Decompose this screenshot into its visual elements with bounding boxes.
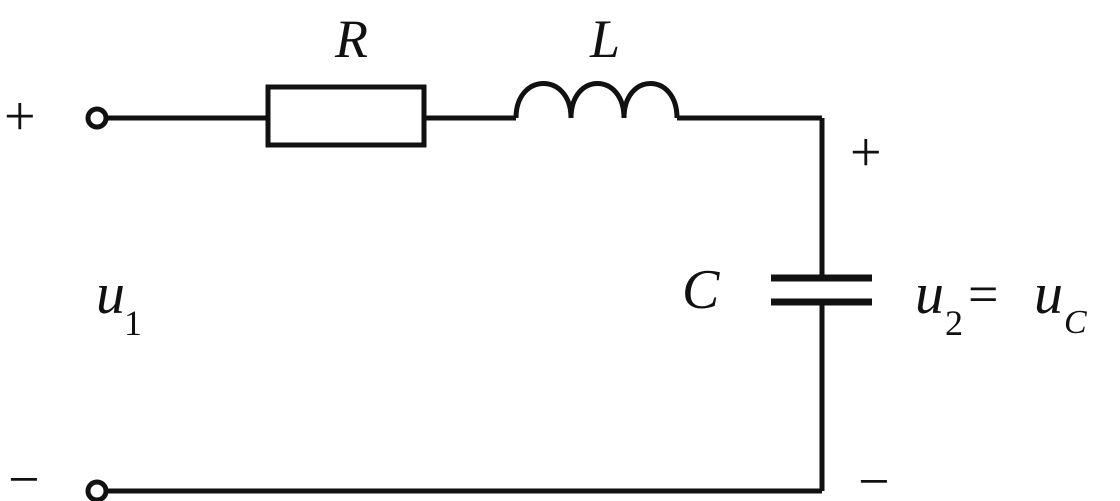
equals-sign: = — [968, 264, 998, 324]
resistor-label: R — [334, 9, 368, 69]
output-plus-sign: + — [850, 122, 882, 184]
inductor-label: L — [589, 9, 620, 69]
input-plus-sign: + — [4, 86, 36, 148]
capacitor-label: C — [682, 259, 720, 321]
input-voltage-subscript: 1 — [124, 303, 142, 343]
capacitor-voltage-symbol: u — [1034, 261, 1063, 326]
input-minus-sign: − — [8, 449, 40, 501]
output-minus-sign: − — [858, 451, 890, 501]
input-top-terminal — [85, 106, 109, 130]
input-voltage-symbol: u — [96, 261, 125, 326]
inductor-symbol — [513, 81, 680, 119]
resistor-symbol — [265, 84, 427, 148]
output-voltage-subscript: 2 — [945, 303, 963, 343]
input-bottom-terminal — [85, 479, 109, 501]
output-voltage-symbol: u — [915, 261, 944, 326]
capacitor-voltage-subscript: C — [1064, 304, 1087, 341]
